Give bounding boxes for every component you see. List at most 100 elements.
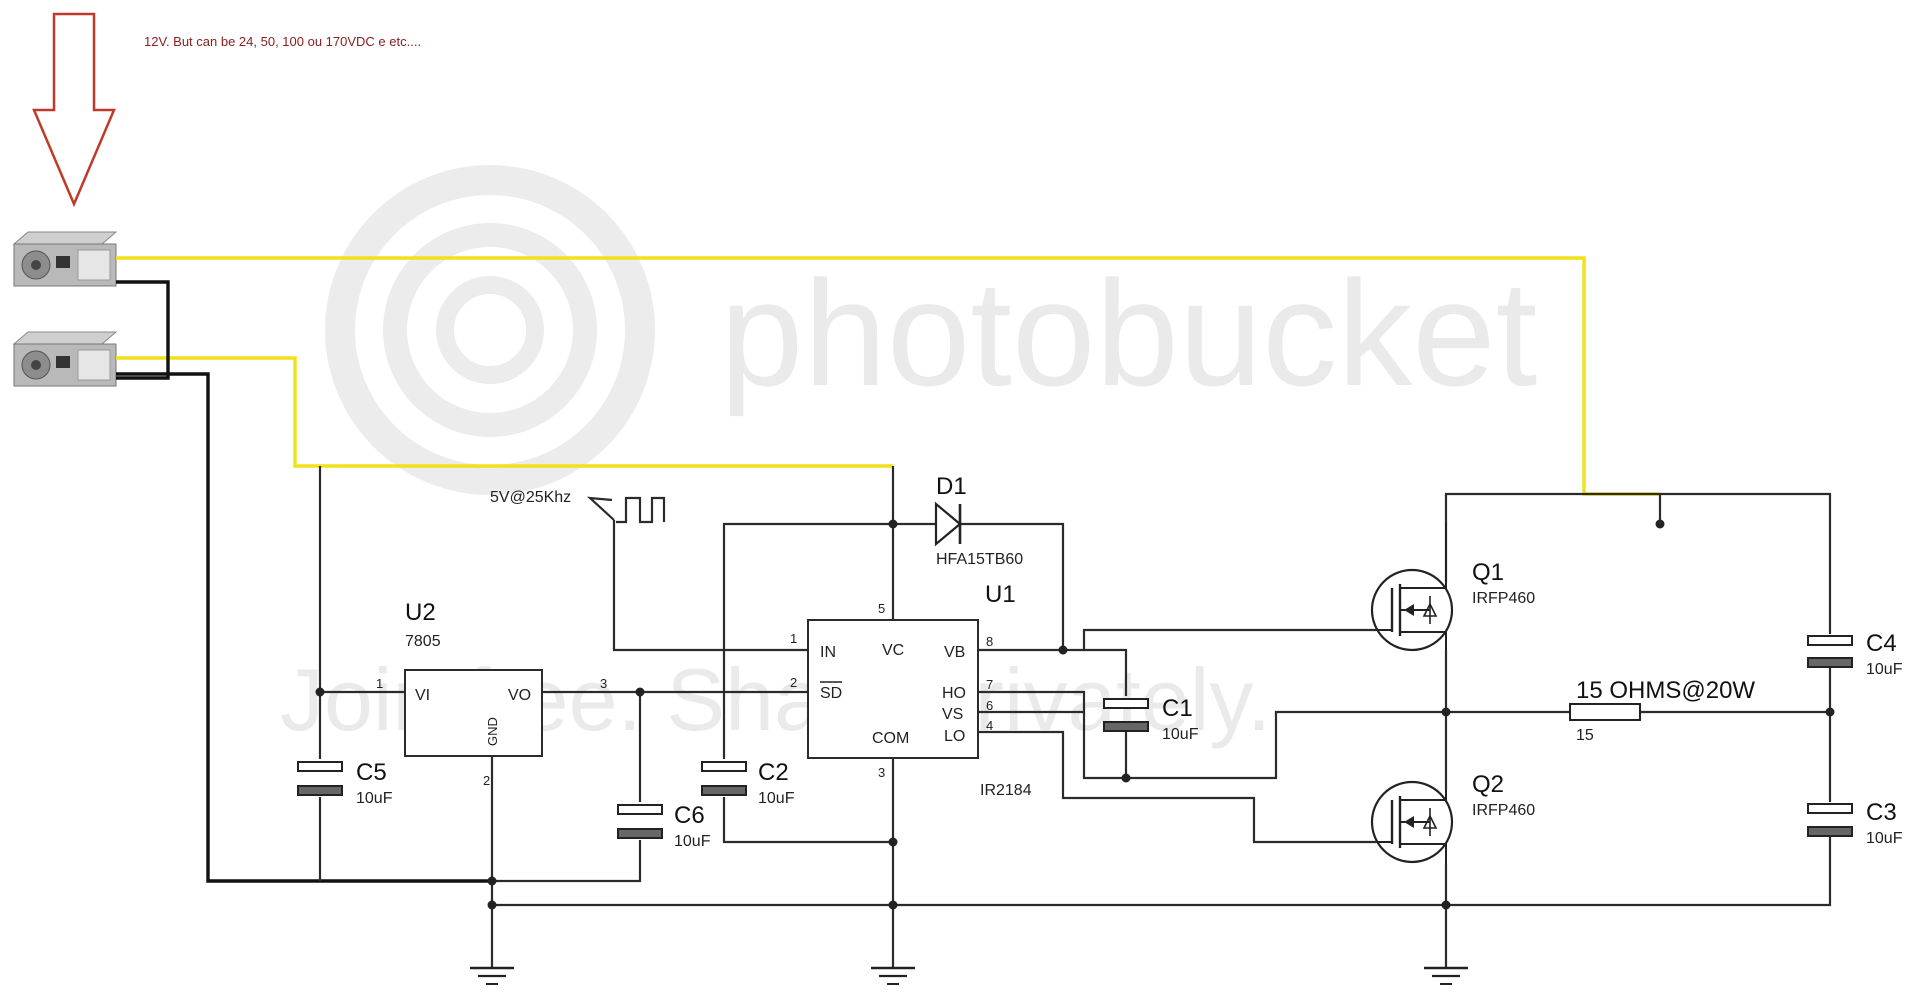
psu-1-top [12, 231, 118, 245]
signal-source-arrow-icon [586, 496, 615, 521]
psu-1 [12, 231, 118, 287]
capacitor-icon [297, 761, 343, 772]
q1-ref: Q1 [1472, 559, 1504, 586]
q2-body-diode-icon [1422, 814, 1438, 829]
signal-source-label: 5V@25Khz [490, 489, 571, 506]
q1-part: IRFP460 [1472, 590, 1535, 607]
mosfet-q2: Q2 IRFP460 [1370, 771, 1535, 864]
u1-pin-vb-label: VB [944, 644, 965, 661]
watermark-logo-ring-inner [436, 276, 544, 384]
wire-vs-midpoint [978, 690, 1448, 780]
ground-symbol-center [871, 966, 915, 985]
load-resistor: 15 OHMS@20W 15 [1569, 677, 1755, 744]
wire-c3-bottom [1446, 832, 1832, 907]
junction-dot [1121, 773, 1131, 783]
diode-icon [934, 501, 962, 547]
junction-dot [1441, 707, 1451, 717]
c5-value: 10uF [356, 790, 393, 807]
capacitor-plate-icon [701, 785, 747, 796]
junction-dot [888, 519, 898, 529]
u1-pin-vs-label: VS [942, 706, 963, 723]
capacitor-icon [1807, 635, 1853, 646]
resistor-label: 15 OHMS@20W [1576, 677, 1755, 704]
u2-regulator: U2 7805 VI VO GND 1 3 2 [376, 599, 607, 788]
u2-body [404, 669, 543, 757]
junction-dot [315, 687, 325, 697]
u2-pin-vi-label: VI [415, 687, 430, 704]
d1-diode: D1 HFA15TB60 [934, 473, 1023, 568]
circuit-wiring [318, 466, 1832, 968]
u1-pin7-number: 7 [986, 677, 993, 692]
u2-pin-vo-label: VO [508, 687, 531, 704]
watermark: photobucket Join free. Share privately. [280, 165, 1537, 749]
q2-ref: Q2 [1472, 771, 1504, 798]
u1-pin2-number: 2 [790, 675, 797, 690]
d1-value: HFA15TB60 [936, 551, 1023, 568]
u2-part: 7805 [405, 633, 441, 650]
square-wave-icon [616, 496, 666, 524]
resistor-value: 15 [1576, 727, 1594, 744]
psu-2-fan-hub-icon [31, 360, 41, 370]
input-arrow-icon [32, 12, 116, 208]
u1-pin8-number: 8 [986, 634, 993, 649]
c1-value: 10uF [1162, 726, 1199, 743]
capacitor-plate-icon [297, 785, 343, 796]
capacitor-plate-icon [1807, 657, 1853, 668]
supply-voltage-note: 12V. But can be 24, 50, 100 ou 170VDC e … [144, 34, 421, 49]
signal-source: 5V@25Khz [490, 489, 666, 524]
capacitor-icon [1103, 698, 1149, 709]
junctions [315, 519, 1835, 910]
wire-signal-in [612, 520, 808, 652]
u2-ref: U2 [405, 599, 436, 626]
wire-lo-q2-gate [978, 730, 1376, 844]
watermark-logo-ring-outer [325, 165, 655, 495]
u2-pin1-number: 1 [376, 676, 383, 691]
c6-ref: C6 [674, 802, 705, 829]
wire-d1-cathode [960, 522, 1065, 650]
junction-dot [1441, 900, 1451, 910]
junction-dot [888, 900, 898, 910]
psu-2 [12, 331, 118, 387]
capacitor-c2: C2 10uF [701, 759, 795, 807]
u1-pin3-number: 3 [878, 765, 885, 780]
capacitor-c5: C5 10uF [297, 759, 393, 807]
capacitor-c4: C4 10uF [1807, 630, 1903, 678]
mosfet-q1: Q1 IRFP460 [1370, 522, 1535, 652]
u1-pin-ho-label: HO [942, 685, 966, 702]
capacitor-c1: C1 10uF [1103, 695, 1199, 743]
psu-2-top [12, 331, 118, 345]
wire-c2-top [722, 522, 893, 759]
q2-source-lead [1400, 843, 1447, 864]
psu-1-socket-icon [56, 256, 70, 268]
c3-ref: C3 [1866, 799, 1897, 826]
u1-pin1-number: 1 [790, 631, 797, 646]
u1-pin-lo-label: LO [944, 728, 965, 745]
capacitor-plate-icon [617, 828, 663, 839]
psu-ground-link-wire [116, 280, 170, 380]
psu-1-fan-hub-icon [31, 260, 41, 270]
junction-dot [888, 837, 898, 847]
capacitor-c3: C3 10uF [1807, 799, 1903, 847]
q1-arrow-icon [1404, 604, 1414, 616]
psu-ground-wire [116, 372, 492, 883]
capacitor-plate-icon [1103, 721, 1149, 732]
junction-dot [487, 876, 497, 886]
psu-2-positive-wire [116, 356, 893, 468]
c4-ref: C4 [1866, 630, 1897, 657]
u1-ref: U1 [985, 581, 1016, 608]
psu-2-socket-icon [56, 356, 70, 368]
watermark-logo-ring-mid [383, 223, 597, 437]
q1-body-diode-icon [1422, 602, 1438, 617]
c5-ref: C5 [356, 759, 387, 786]
c6-value: 10uF [674, 833, 711, 850]
resistor-icon [1569, 703, 1641, 721]
u2-pin3-number: 3 [600, 676, 607, 691]
u1-pin-in-label: IN [820, 644, 836, 661]
wire-vb-q1-gate [1063, 628, 1376, 652]
c4-value: 10uF [1866, 661, 1903, 678]
u1-pin6-number: 6 [986, 698, 993, 713]
q2-arrow-icon [1404, 816, 1414, 828]
u2-pin-gnd-label: GND [485, 717, 500, 746]
junction-dot [487, 900, 497, 910]
